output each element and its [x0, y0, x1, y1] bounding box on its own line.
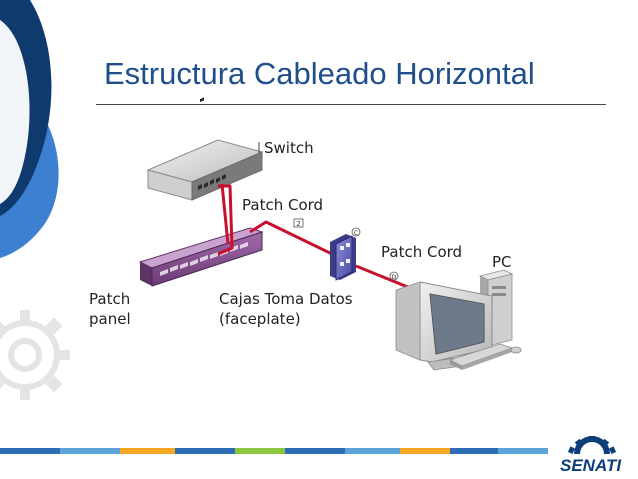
faceplate-label-line2: (faceplate): [219, 310, 301, 328]
switch-device: [146, 97, 264, 201]
gear-watermark-icon: [0, 310, 70, 400]
stripe-segment: [400, 448, 450, 454]
faceplate-label-line1: Cajas Toma Datos: [219, 290, 353, 308]
senati-logo-icon: [567, 436, 617, 454]
patch-cord-top-label: Patch Cord: [242, 196, 324, 214]
deco-white-curve: [0, 20, 30, 204]
patch-panel-label-line1: Patch: [89, 290, 131, 308]
faceplate-device: [330, 234, 356, 281]
stripe-segment: [60, 448, 120, 454]
patch-panel-device: [138, 227, 264, 287]
bottom-color-stripe: [0, 448, 548, 454]
patch-panel-ports: [160, 242, 248, 276]
cable-marker-c: C: [351, 227, 361, 237]
patch-cord-right-label: Patch Cord: [381, 243, 463, 261]
slide-title: Estructura Cableado Horizontal: [104, 56, 535, 91]
stripe-segment: [175, 448, 235, 454]
svg-text:D: D: [392, 274, 397, 281]
stripe-segment: [0, 448, 60, 454]
cable-marker-d: D: [389, 271, 399, 281]
pc-monitor: [395, 281, 493, 371]
stripe-segment: [285, 448, 345, 454]
svg-text:C: C: [354, 230, 358, 237]
cable-switch-to-panel-2: [220, 183, 230, 245]
stripe-segment: [345, 448, 400, 454]
cable-switch-to-panel: [217, 184, 234, 256]
patch-panel-label-line2: panel: [89, 310, 131, 328]
pc-mouse: [510, 346, 522, 354]
title-divider: [96, 104, 606, 105]
cable-marker-2: 2: [293, 218, 304, 228]
svg-text:2: 2: [296, 220, 300, 228]
stripe-segment: [450, 448, 498, 454]
stripe-segment: [235, 448, 285, 454]
cable-panel-to-faceplate: [249, 220, 333, 256]
stripe-segment: [498, 448, 548, 454]
left-decoration: [0, 0, 59, 258]
pc-label: PC: [492, 253, 512, 271]
red-cables: [217, 183, 421, 294]
stripe-segment: [120, 448, 175, 454]
switch-ports: [198, 174, 226, 190]
switch-label: Switch: [264, 139, 314, 157]
senati-logo-text: SENATI: [560, 456, 622, 475]
